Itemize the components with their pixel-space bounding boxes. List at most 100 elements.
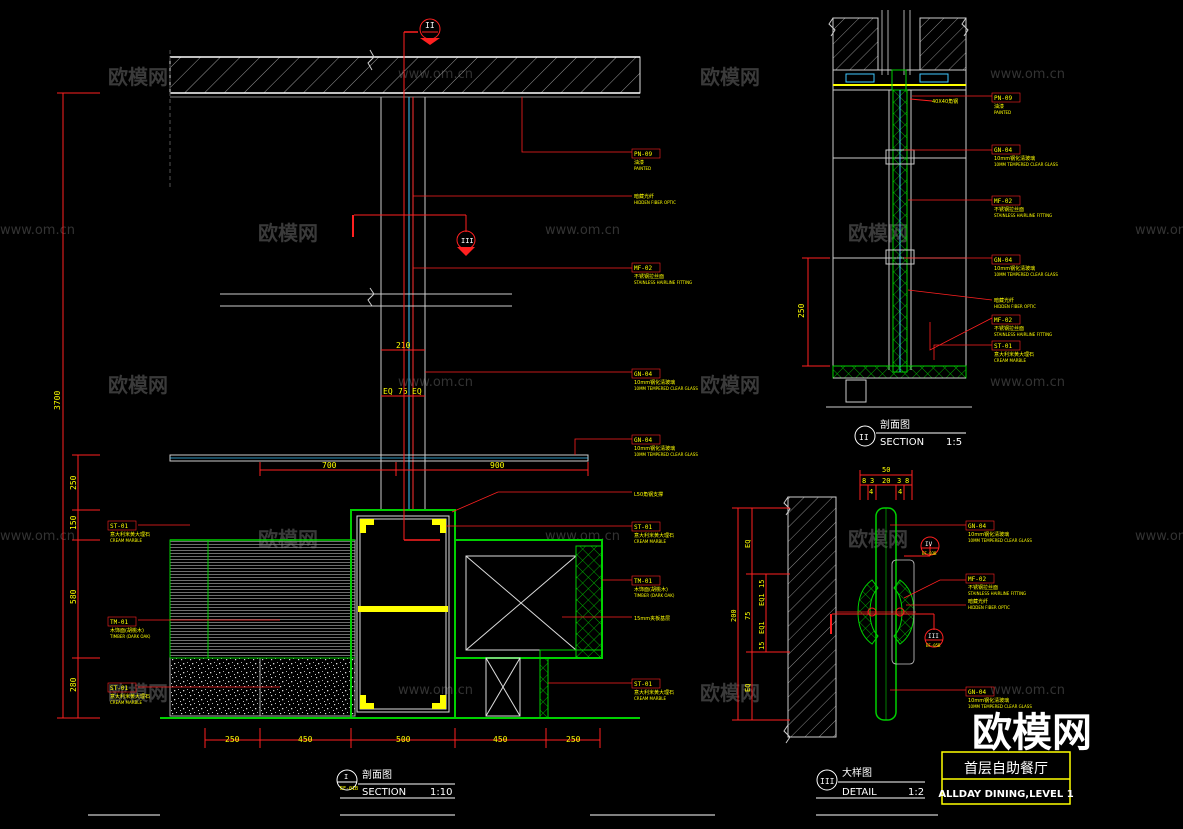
callout-cn: 10mm钢化清玻璃 (634, 445, 675, 452)
callout-en: STAINLESS HAIRLINE FITTING (634, 280, 692, 285)
dim-580: 580 (69, 589, 78, 604)
callout-code: ST-01 (634, 681, 652, 688)
watermark-brand: 欧模网 (700, 681, 760, 705)
watermark-url: www.om.cn (545, 223, 620, 238)
watermark-url: www.om.cn (990, 683, 1065, 698)
watermark-brand: 欧模网 (700, 373, 760, 397)
watermark-brand: 欧模网 (700, 65, 760, 89)
detail-ref-iii: III (461, 237, 474, 245)
callout-code: GN-04 (994, 257, 1012, 264)
ref-iii-bottom: III EF-05B (830, 613, 944, 648)
callout-code: GN-04 (968, 689, 986, 696)
view2-title: II 剖面图 SECTION 1:5 (854, 418, 966, 448)
callout-en: CREAM MARBLE (634, 539, 666, 544)
callout-cn: 意大利米黄大理石 (994, 351, 1034, 358)
callout-cn: 不锈钢拉丝面 (968, 584, 998, 591)
dim-eq-1: EQ (383, 387, 393, 396)
callout-code: ST-01 (110, 523, 128, 530)
dim-eq-2: EQ (412, 387, 422, 396)
ref-iii-sheet: EF-05B (926, 643, 941, 648)
view1-scale: 1:10 (430, 787, 452, 798)
callout-cn: 油漆 (994, 103, 1004, 110)
callout-cn: 意大利米黄大理石 (110, 693, 150, 700)
callout-en: TIMBER (DARK OAK) (109, 634, 151, 639)
callout-code: GN-04 (968, 523, 986, 530)
callout-cn: 10mm钢化清玻璃 (994, 265, 1035, 272)
callout-cn: 暗藏光纤 (634, 193, 654, 200)
callout-code: MF-02 (994, 317, 1012, 324)
view1-title: I EF-01B 剖面图 SECTION 1:10 (336, 768, 455, 799)
dim-total-height: 3700 (53, 391, 62, 410)
dim-bottom-250b: 250 (566, 735, 581, 744)
view3-dim-b: 3 (870, 477, 874, 485)
view2-title-en: SECTION (880, 437, 924, 448)
dim-bottom-450b: 450 (493, 735, 508, 744)
dim-bottom-500: 500 (396, 735, 411, 744)
watermark-url: www.om.cn (398, 683, 473, 698)
dim-bottom-450a: 450 (298, 735, 313, 744)
view1-title-cn: 剖面图 (362, 768, 392, 781)
view3-dim-eq-bot: EQ (744, 684, 752, 692)
ref-iv-num: IV (925, 541, 933, 548)
callout-cn: 不锈钢拉丝面 (994, 206, 1024, 213)
callout-cn: 10mm钢化清玻璃 (994, 155, 1035, 162)
callout-en: HIDDEN FIBER OPTIC (968, 605, 1010, 610)
title-block: 首层自助餐厅 ALLDAY DINING,LEVEL 1 (938, 751, 1074, 805)
view3-title-en: DETAIL (842, 787, 877, 798)
callout-cn: 不锈钢拉丝面 (634, 273, 664, 280)
callout-en: PAINTED (994, 110, 1011, 115)
callout-code: ST-01 (634, 524, 652, 531)
ref-iv-sheet: EF-03B (922, 551, 937, 556)
watermark-url: www.om.cn (545, 529, 620, 544)
view2-title-num: II (859, 433, 869, 442)
watermark-brand: 欧模网 (848, 527, 908, 551)
watermark-brand: 欧模网 (108, 681, 168, 705)
callout-en: STAINLESS HAIRLINE FITTING (994, 332, 1052, 337)
view3-dim-c: 20 (882, 477, 890, 485)
callout-code: TM-01 (110, 619, 128, 626)
dim-700: 700 (322, 461, 337, 470)
callout: L50角钢支撑 (451, 491, 663, 513)
callout-en: TIMBER (DARK OAK) (633, 593, 675, 598)
callout-en: STAINLESS HAIRLINE FITTING (968, 591, 1026, 596)
callout-en: CREAM MARBLE (994, 358, 1026, 363)
view3-dim-f: 4 (869, 488, 873, 496)
callout-code: ST-01 (994, 343, 1012, 350)
view1-title-num: I (344, 773, 348, 781)
view3-title-num: III (820, 777, 835, 786)
callout-cn: 10mm钢化清玻璃 (634, 379, 675, 386)
view3-dim-d: 3 (897, 477, 901, 485)
callout-en: 10MM TEMPERED CLEAR GLASS (994, 272, 1058, 277)
callout-cn: 10mm钢化清玻璃 (968, 697, 1009, 704)
callout-code: ST-01 (110, 685, 128, 692)
callout-cn: 15mm夹板基层 (634, 615, 670, 622)
callout-en: 10MM TEMPERED CLEAR GLASS (634, 452, 698, 457)
view3-dim-e: 8 (905, 477, 909, 485)
view3-dim-g: 4 (898, 488, 902, 496)
callout-code: MF-02 (634, 265, 652, 272)
view2-inline-label: 40X40角钢 (932, 98, 958, 105)
callout-cn: 木饰面(胡桃木) (634, 586, 668, 593)
watermark-url: www.om.cn (398, 375, 473, 390)
callout-code: MF-02 (968, 576, 986, 583)
view3-title-cn: 大样图 (842, 766, 872, 779)
watermark-url: www.om.cn (990, 375, 1065, 390)
watermark-brand: 欧模网 (108, 373, 168, 397)
callout-code: MF-02 (994, 198, 1012, 205)
view3-dim-15a: 15 (758, 580, 766, 588)
watermark-url: www.om.cn (1135, 529, 1183, 544)
dim-900: 900 (490, 461, 505, 470)
watermark-brand: 欧模网 (258, 221, 318, 245)
callout-cn: 10mm钢化清玻璃 (968, 531, 1009, 538)
